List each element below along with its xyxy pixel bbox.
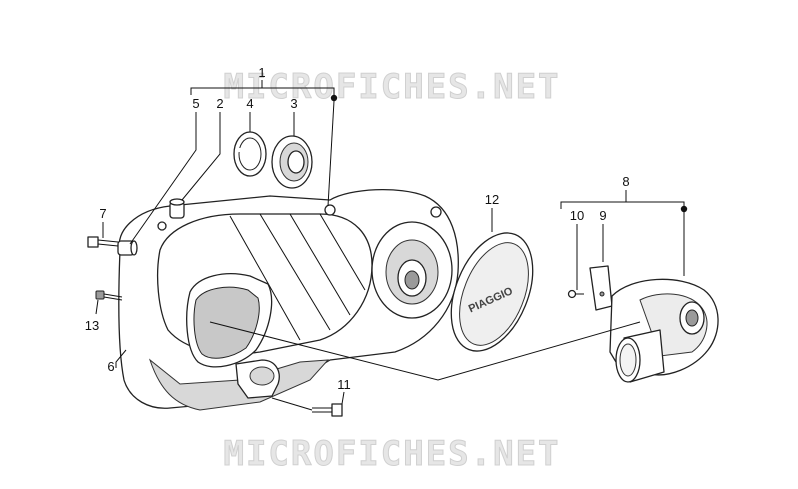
callout-6: 6 [107, 359, 114, 374]
callout-7: 7 [99, 206, 106, 221]
kit-marker-dot-icon [330, 94, 338, 102]
bearing-part-3 [271, 135, 313, 189]
plate-part-9 [589, 265, 613, 311]
screw-part-13 [95, 290, 123, 301]
circlip-part-4 [233, 131, 267, 177]
callout-8: 8 [622, 174, 629, 189]
callout-12: 12 [485, 192, 499, 207]
air-duct-kit-8 [609, 278, 719, 383]
callout-4: 4 [246, 96, 253, 111]
callout-13: 13 [85, 318, 99, 333]
callout-9: 9 [599, 208, 606, 223]
callout-11: 11 [337, 377, 351, 392]
callout-2: 2 [216, 96, 223, 111]
spacer-part-5 [117, 240, 138, 256]
leader-lines [95, 112, 641, 411]
callout-1: 1 [258, 65, 265, 80]
transmission-cover [118, 188, 459, 411]
bolt-part-11 [312, 403, 343, 417]
callout-5: 5 [192, 96, 199, 111]
screw-part-10 [567, 289, 584, 299]
kit-1-bracket [190, 80, 338, 207]
kit-marker-dot-icon-2 [680, 205, 688, 213]
callout-3: 3 [290, 96, 297, 111]
callout-numbers: 1 2 3 4 5 6 7 8 9 10 11 12 13 [85, 65, 630, 392]
callout-10: 10 [570, 208, 584, 223]
kit-8-bracket [560, 190, 688, 276]
watermark-top: MICROFICHES.NET [223, 67, 560, 107]
bush-part-2 [169, 198, 185, 219]
bolt-part-7 [87, 236, 119, 248]
watermark-bottom: MICROFICHES.NET [223, 434, 560, 474]
cover-cap-part-12: PIAGGIO [450, 232, 534, 352]
